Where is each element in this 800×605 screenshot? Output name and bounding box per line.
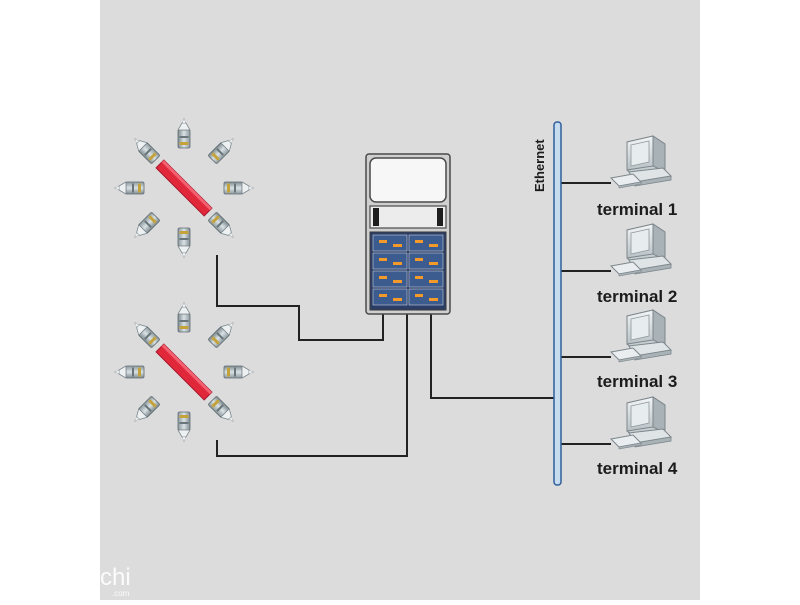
wire-server-to-ethernet: [430, 314, 554, 399]
sensor-array-1: [113, 117, 255, 259]
sensor-bar-1: [155, 159, 213, 217]
server-cabinet: [365, 153, 451, 315]
ethernet-label: Ethernet: [532, 139, 547, 192]
wire-sensor-2-to-server: [216, 314, 408, 457]
ethernet-bus: [553, 121, 562, 486]
terminal-1-label: terminal 1: [597, 200, 678, 219]
watermark: chi: [100, 564, 131, 591]
terminal-4-label: terminal 4: [597, 459, 678, 478]
terminal-2-label: terminal 2: [597, 287, 678, 306]
terminal-3-label: terminal 3: [597, 372, 678, 391]
wire-sensor-1-to-server: [216, 255, 384, 341]
wires: [216, 182, 611, 457]
sensor-array-2: [113, 301, 255, 443]
sensor-bar-2: [155, 343, 213, 401]
watermark-sub: .com: [112, 589, 130, 598]
server-leds: [379, 240, 438, 301]
